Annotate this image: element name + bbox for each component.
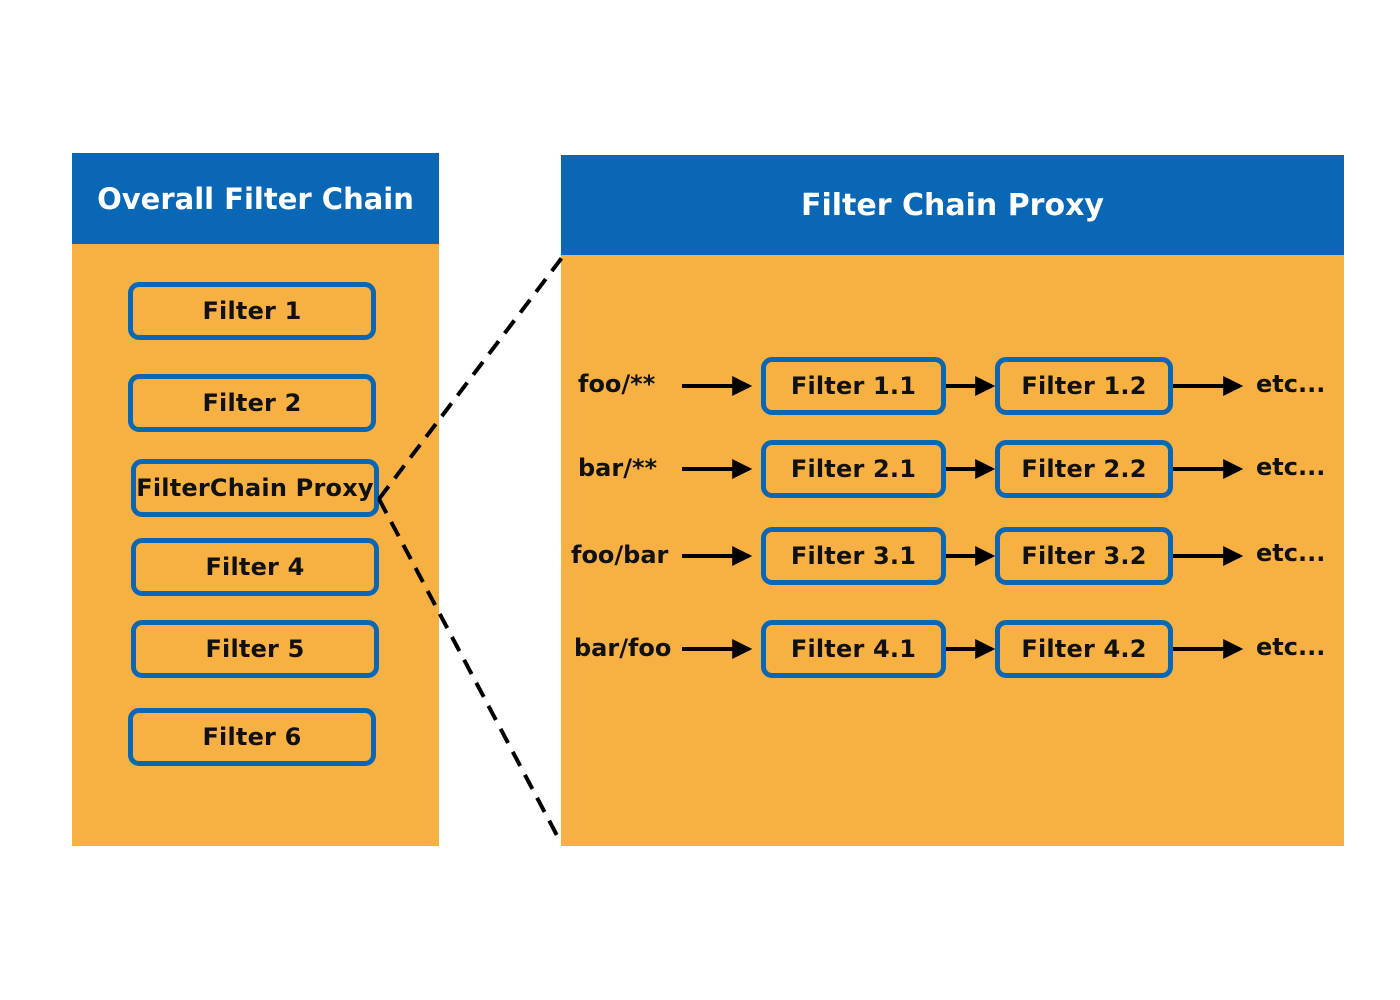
filter-2-box: Filter 2 xyxy=(128,374,376,432)
filter-chain-proxy-panel: Filter Chain Proxy xyxy=(561,155,1344,846)
filter-4-2-box: Filter 4.2 xyxy=(995,620,1173,678)
filter-4-label: Filter 4 xyxy=(205,553,305,581)
filter-6-box: Filter 6 xyxy=(128,708,376,766)
filter-3-2-label: Filter 3.2 xyxy=(1021,542,1147,570)
route-pattern-foo-bar: foo/bar xyxy=(571,541,669,569)
route-3-etc: etc... xyxy=(1256,539,1326,567)
overall-filter-chain-title: Overall Filter Chain xyxy=(97,181,414,216)
filter-5-box: Filter 5 xyxy=(131,620,379,678)
filter-3-1-label: Filter 3.1 xyxy=(790,542,917,570)
filter-chain-proxy-body xyxy=(561,255,1344,846)
filter-2-label: Filter 2 xyxy=(202,389,302,417)
route-4-etc: etc... xyxy=(1256,633,1326,661)
filter-2-2-box: Filter 2.2 xyxy=(995,440,1173,498)
filter-1-2-box: Filter 1.2 xyxy=(995,357,1173,415)
filter-6-label: Filter 6 xyxy=(202,723,302,751)
filter-2-2-label: Filter 2.2 xyxy=(1021,455,1147,483)
route-pattern-bar-foo: bar/foo xyxy=(574,634,672,662)
filter-1-1-label: Filter 1.1 xyxy=(790,372,917,400)
filter-chain-proxy-header: Filter Chain Proxy xyxy=(561,155,1344,255)
route-pattern-bar-all: bar/** xyxy=(578,454,658,482)
filter-5-label: Filter 5 xyxy=(205,635,305,663)
filter-1-box: Filter 1 xyxy=(128,282,376,340)
filter-3-1-box: Filter 3.1 xyxy=(761,527,946,585)
filter-1-label: Filter 1 xyxy=(202,297,302,325)
filter-4-1-box: Filter 4.1 xyxy=(761,620,946,678)
filter-1-2-label: Filter 1.2 xyxy=(1021,372,1147,400)
filter-4-box: Filter 4 xyxy=(131,538,379,596)
filter-chain-proxy-title: Filter Chain Proxy xyxy=(801,187,1104,223)
route-2-etc: etc... xyxy=(1256,453,1326,481)
filterchain-proxy-label: FilterChain Proxy xyxy=(136,474,374,502)
route-1-etc: etc... xyxy=(1256,370,1326,398)
route-pattern-foo-all: foo/** xyxy=(578,370,656,398)
filter-4-1-label: Filter 4.1 xyxy=(790,635,917,663)
filter-2-1-label: Filter 2.1 xyxy=(790,455,917,483)
filter-3-2-box: Filter 3.2 xyxy=(995,527,1173,585)
filter-1-1-box: Filter 1.1 xyxy=(761,357,946,415)
zoom-line-top xyxy=(377,253,566,501)
filter-2-1-box: Filter 2.1 xyxy=(761,440,946,498)
zoom-line-bottom xyxy=(377,498,563,844)
overall-filter-chain-header: Overall Filter Chain xyxy=(72,153,439,244)
filterchain-proxy-box: FilterChain Proxy xyxy=(131,459,379,517)
filter-4-2-label: Filter 4.2 xyxy=(1021,635,1147,663)
